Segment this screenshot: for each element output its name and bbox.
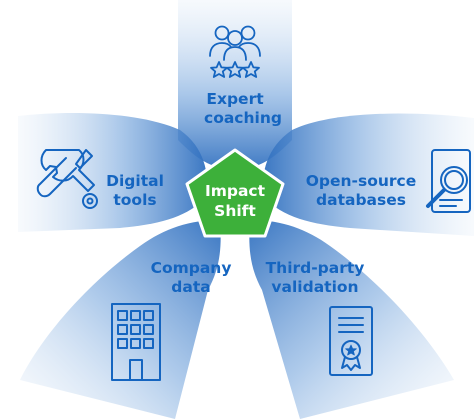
center-label-line2: Shift bbox=[214, 202, 256, 220]
label-open-source-databases: Open-source databases bbox=[303, 172, 419, 210]
label-third-party-validation-line1: Third-party bbox=[265, 259, 365, 277]
building-icon bbox=[111, 303, 161, 381]
label-digital-tools-line1: Digital bbox=[106, 172, 164, 190]
label-open-source-databases-line2: databases bbox=[316, 191, 406, 209]
label-company-data-line1: Company bbox=[150, 259, 232, 277]
tools-icon bbox=[36, 149, 98, 209]
label-third-party-validation: Third-party validation bbox=[262, 259, 368, 297]
center-pentagon bbox=[185, 148, 285, 238]
label-company-data: Company data bbox=[146, 259, 236, 297]
label-expert-coaching: Expert coaching bbox=[204, 90, 282, 128]
label-digital-tools: Digital tools bbox=[105, 172, 165, 210]
center-label: Impact Shift bbox=[195, 181, 275, 221]
label-open-source-databases-line1: Open-source bbox=[305, 172, 417, 190]
petal-expert-coaching bbox=[178, 0, 292, 172]
search-document-icon bbox=[426, 149, 471, 213]
label-expert-coaching-line1: Expert bbox=[206, 90, 264, 108]
certificate-icon bbox=[329, 306, 373, 376]
label-digital-tools-line2: tools bbox=[113, 191, 157, 209]
petal-digital-tools bbox=[18, 112, 208, 232]
label-expert-coaching-line2: coaching bbox=[204, 109, 282, 127]
center-label-line1: Impact bbox=[204, 182, 266, 200]
label-third-party-validation-line2: validation bbox=[271, 278, 359, 296]
group-stars-icon bbox=[209, 25, 261, 78]
label-company-data-line2: data bbox=[171, 278, 211, 296]
petal-third-party-validation bbox=[249, 220, 454, 419]
petal-open-source-databases bbox=[262, 113, 474, 236]
